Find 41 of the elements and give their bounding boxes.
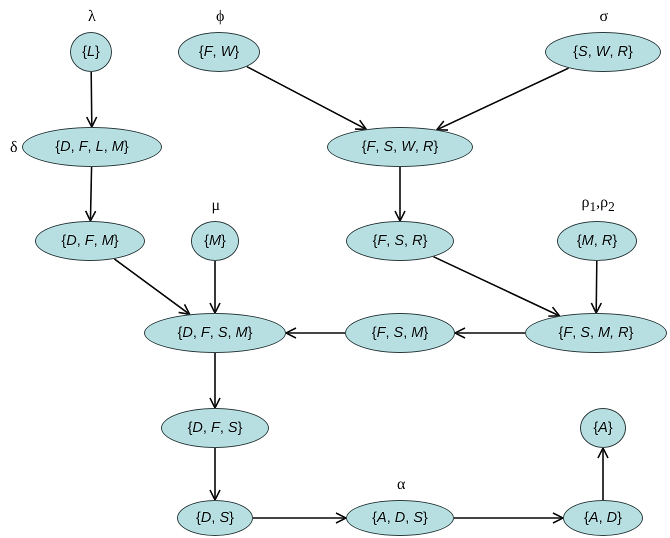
arrow: [454, 327, 525, 339]
arrow: [246, 66, 368, 130]
arrow: [454, 512, 564, 524]
arrow: [285, 327, 345, 339]
arrow: [597, 447, 609, 500]
node-label: {D, F, S, M}: [178, 325, 252, 341]
node-label: {F, S, M}: [372, 325, 428, 341]
arrow: [436, 67, 569, 131]
node-label: {A, D, S}: [372, 510, 428, 526]
node-label: {D, F, S}: [188, 420, 242, 436]
node-label: {S, W, R}: [573, 44, 633, 60]
side-label: ρ$_{1}$,ρ$_{2}$: [582, 195, 615, 214]
side-label: ϕ: [216, 9, 224, 25]
node-label: {F, S, W, R}: [362, 139, 438, 155]
arrow: [433, 256, 560, 317]
node-label: {F, W}: [198, 44, 240, 60]
side-label: μ: [212, 198, 220, 214]
side-label: δ: [10, 140, 18, 156]
node-label: {M, R}: [576, 233, 618, 249]
node-label: {L}: [82, 44, 100, 60]
side-label: α: [397, 477, 406, 493]
arrow: [209, 353, 221, 409]
arrow: [114, 258, 190, 316]
ellipse-node: [580, 408, 626, 448]
node-label: {D, S}: [196, 510, 234, 526]
arrow: [209, 448, 221, 501]
arrow: [86, 72, 98, 128]
node-label: {M}: [204, 233, 226, 249]
arrow: [590, 260, 602, 314]
node-label: {A}: [593, 420, 613, 436]
node-label: {A, D}: [584, 510, 622, 526]
node-label: {F, S, M, R}: [558, 325, 634, 341]
side-label: λ: [88, 9, 96, 25]
arrow: [209, 261, 221, 314]
side-label: σ: [600, 9, 608, 25]
node-label: {D, F, M}: [61, 233, 119, 249]
arrow: [253, 512, 347, 524]
node-label: {F, S, R}: [372, 233, 428, 249]
arrow: [394, 167, 406, 222]
node-label: {D, F, L, M}: [55, 139, 129, 155]
arrow: [84, 166, 96, 222]
